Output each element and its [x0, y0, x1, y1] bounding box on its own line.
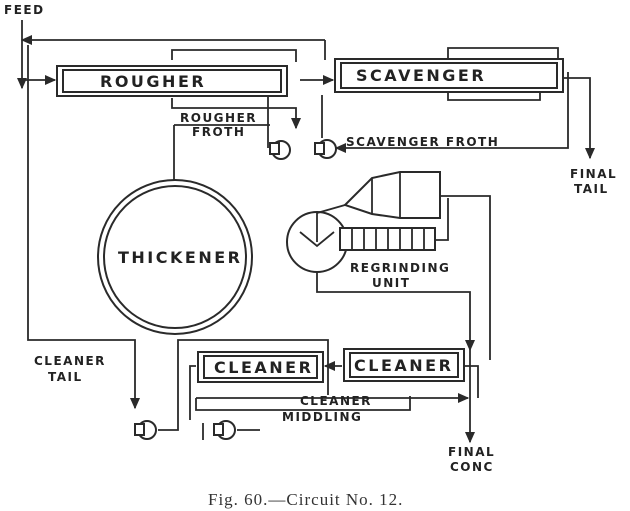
regrinding-unit: REGRINDING UNIT: [286, 171, 491, 360]
regrinding-label-1: REGRINDING: [350, 261, 450, 275]
rougher-froth-label-2: FROTH: [192, 125, 245, 139]
final-tail-label-1: FINAL: [570, 167, 617, 181]
scavenger-cell: SCAVENGER: [334, 58, 564, 93]
final-tail-label-2: TAIL: [574, 182, 609, 196]
scavenger-froth-label: SCAVENGER FROTH: [346, 135, 499, 149]
cleaner-right-cell: CLEANER: [343, 348, 465, 382]
thickener: THICKENER: [97, 179, 253, 335]
cleaner-middling-label-2: MIDDLING: [282, 410, 362, 424]
rougher-froth-label-1: ROUGHER: [180, 111, 257, 125]
cleaner-middling-label-1: CLEANER: [300, 394, 372, 408]
regrinding-label-2: UNIT: [372, 276, 410, 290]
cleaner-left-cell: CLEANER: [197, 351, 324, 383]
scavenger-froth-lines: SCAVENGER FROTH: [314, 72, 569, 159]
pump-rougher: [269, 140, 291, 160]
scavenger-label: SCAVENGER: [356, 66, 486, 85]
rougher-cell: ROUGHER: [56, 65, 288, 97]
figure-caption: Fig. 60.—Circuit No. 12.: [208, 490, 403, 509]
thickener-label: THICKENER: [118, 248, 242, 267]
final-conc: FINAL CONC: [448, 445, 495, 474]
final-conc-label-2: CONC: [450, 460, 494, 474]
cleaner-tail-label-2: TAIL: [48, 370, 83, 384]
cleaner-tail-line: CLEANER TAIL: [27, 45, 329, 440]
cleaner-right-label: CLEANER: [354, 356, 453, 375]
rougher-label: ROUGHER: [100, 72, 206, 91]
cleaner-flow-lines: CLEANER MIDDLING: [189, 350, 479, 444]
cleaner-left-label: CLEANER: [214, 358, 313, 377]
feed-label: FEED: [4, 3, 45, 17]
final-tail: FINAL TAIL: [563, 77, 617, 196]
rougher-froth-lines: ROUGHER FROTH: [168, 96, 302, 242]
final-conc-label-1: FINAL: [448, 445, 495, 459]
cleaner-tail-label-1: CLEANER: [34, 354, 106, 368]
